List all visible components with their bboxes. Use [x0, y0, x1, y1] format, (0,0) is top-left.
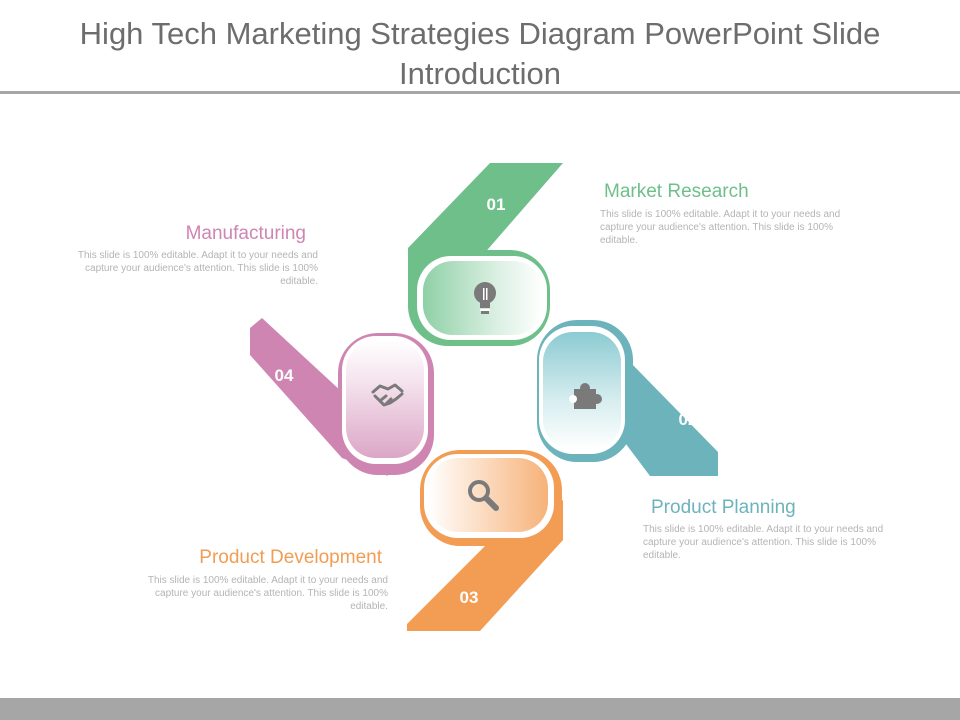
step-02-number: 02 [679, 410, 698, 429]
step-01-description: This slide is 100% editable. Adapt it to… [600, 209, 841, 246]
step-04-description: This slide is 100% editable. Adapt it to… [77, 250, 318, 287]
step-01-label: Market Research [604, 181, 749, 202]
footer-bar [0, 698, 960, 720]
step-03-description: This slide is 100% editable. Adapt it to… [147, 575, 388, 612]
step-03-number: 03 [460, 588, 479, 607]
step-04-number: 04 [275, 366, 294, 385]
step-02-label: Product Planning [651, 497, 796, 518]
step-03-label: Product Development [199, 547, 382, 568]
lightbulb-icon [474, 282, 496, 314]
step-03-shape: 03 [407, 450, 563, 631]
slide-title: High Tech Marketing Strategies Diagram P… [79, 16, 881, 91]
search-icon [468, 480, 499, 511]
title-divider [0, 91, 960, 94]
step-04-shape: 04 [250, 318, 434, 476]
handshake-icon [371, 383, 404, 407]
step-01-shape: 01 [408, 163, 563, 346]
step-04-panel-fill [346, 340, 424, 458]
step-04-label: Manufacturing [185, 223, 306, 244]
step-02-description: This slide is 100% editable. Adapt it to… [643, 524, 884, 561]
step-02-shape: 02 [537, 320, 718, 476]
puzzle-icon [569, 383, 602, 409]
step-01-number: 01 [487, 195, 506, 214]
